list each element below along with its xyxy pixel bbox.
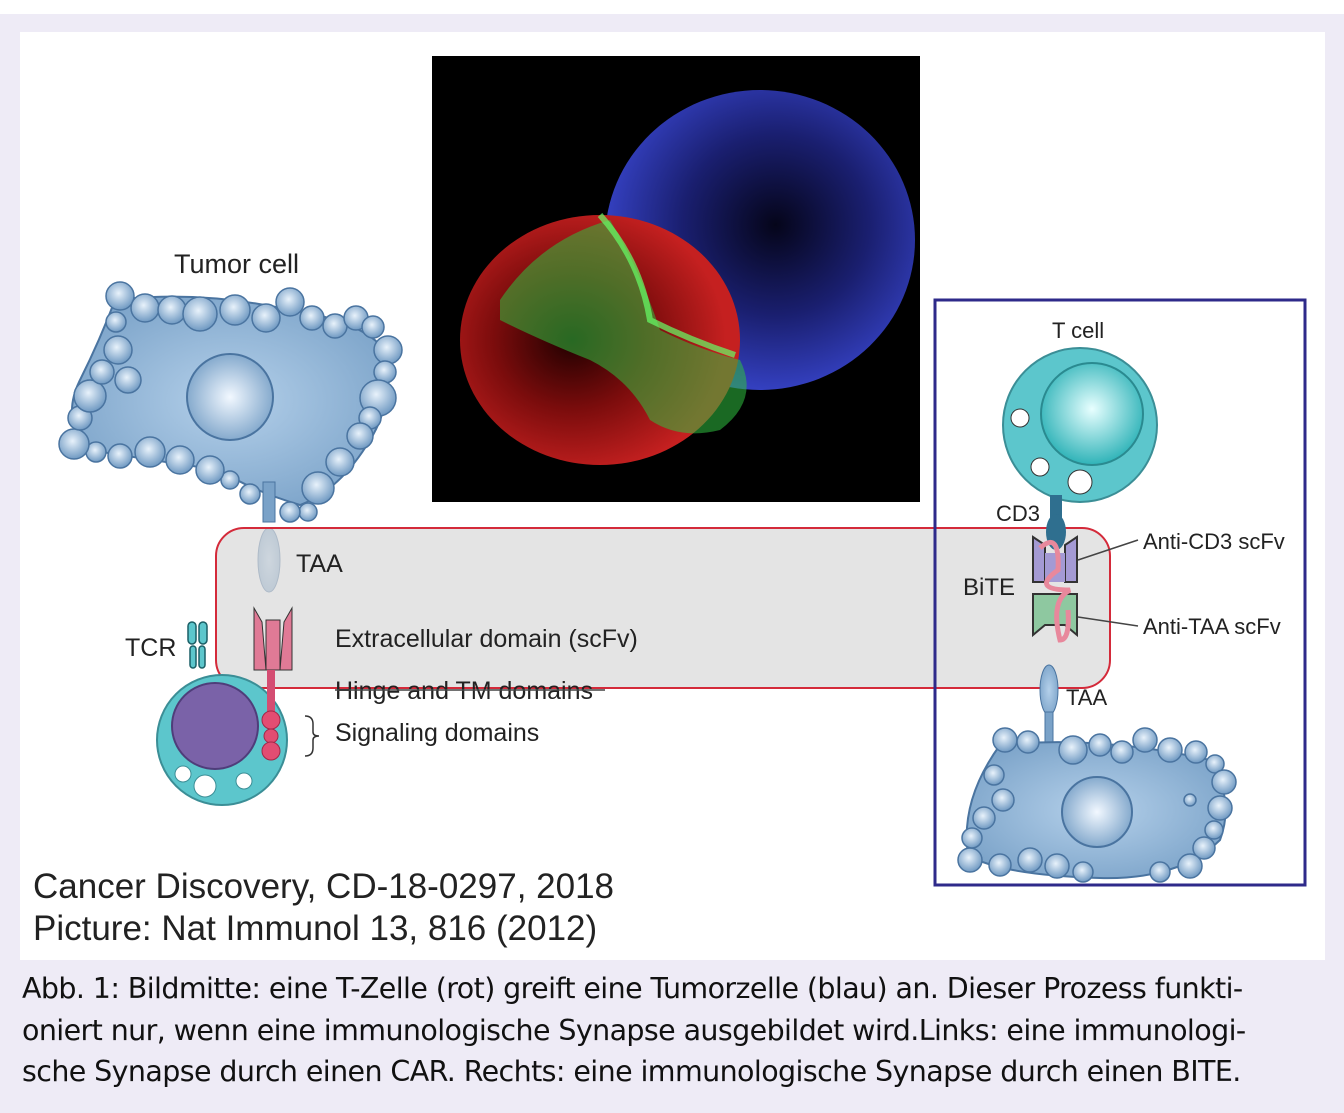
tumor-cell-label: Tumor cell (174, 249, 299, 279)
taa-label-left: TAA (296, 550, 343, 578)
car-receptor (253, 606, 293, 761)
hinge-tm-label: Hinge and TM domains (335, 677, 593, 705)
source-citation-1: Cancer Discovery, CD-18-0297, 2018 (33, 867, 614, 906)
t-cell-right (1002, 347, 1158, 550)
bite-label: BiTE (963, 574, 1015, 601)
tumor-cell-right (957, 664, 1237, 883)
figure-caption: Abb. 1: Bildmitte: eine T-Zelle (rot) gr… (22, 968, 1322, 1093)
anti-taa-scfv-label: Anti-TAA scFv (1143, 614, 1281, 639)
cd3-label: CD3 (996, 501, 1040, 526)
brace-icon (304, 715, 320, 757)
micrograph-t-cell-attacking-tumor (432, 56, 920, 502)
bite-molecule (1032, 535, 1139, 643)
immunological-synapse-highlight (215, 527, 1111, 689)
caption-line: sche Synapse durch einen CAR. Rechts: ei… (22, 1055, 1241, 1088)
caption-line: Abb. 1: Bildmitte: eine T-Zelle (rot) gr… (22, 972, 1243, 1005)
extracellular-domain-label: Extracellular domain (scFv) (335, 625, 638, 653)
source-citation-2: Picture: Nat Immunol 13, 816 (2012) (33, 909, 597, 948)
t-cell-label: T cell (1052, 318, 1104, 343)
tcr-label: TCR (125, 634, 176, 662)
tcr-receptor (187, 621, 208, 669)
taa-label-right: TAA (1066, 685, 1107, 710)
anti-cd3-scfv-label: Anti-CD3 scFv (1143, 529, 1285, 554)
bite-panel-box (933, 298, 1307, 887)
caption-line: oniert nur, wenn eine immunologische Syn… (22, 1013, 1246, 1047)
signaling-domains-label: Signaling domains (335, 719, 539, 747)
car-t-cell (156, 606, 320, 806)
